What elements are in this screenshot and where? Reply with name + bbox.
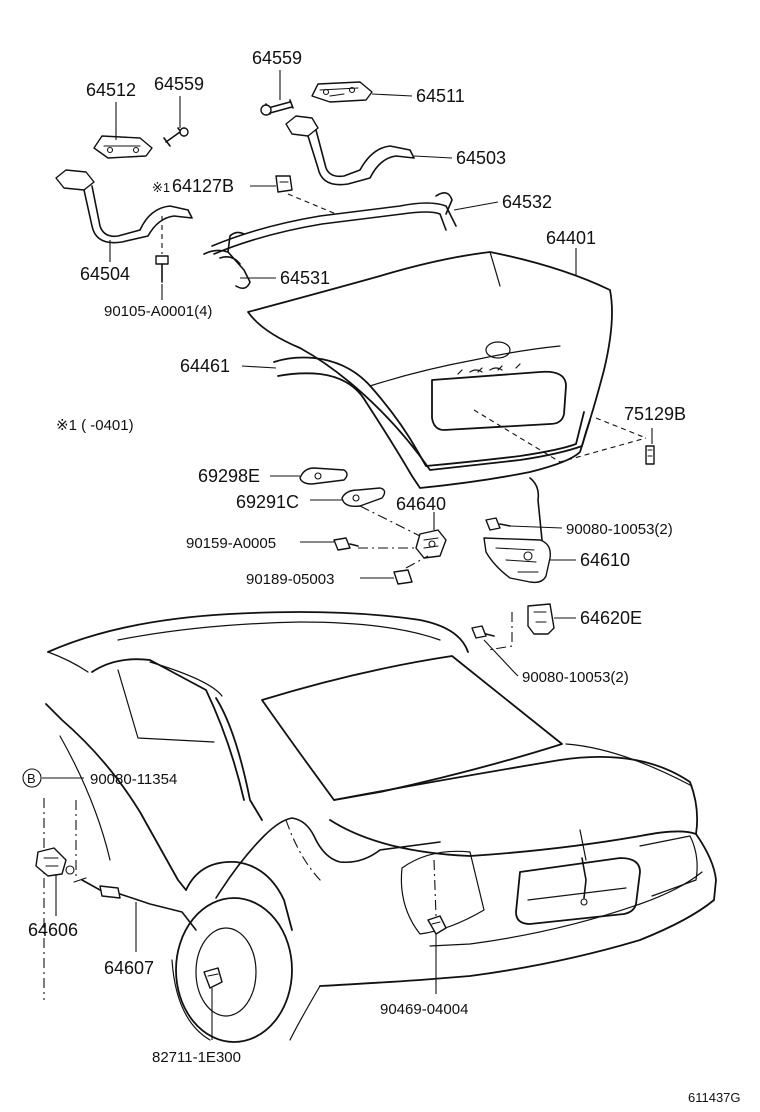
label-64504: 64504 [80,264,130,284]
trunk-lid-64401 [247,251,613,471]
label-90469: 90469-04004 [380,1001,468,1018]
dashdot-90189 [405,555,429,569]
label-b-circle: B [27,771,36,786]
bolt-64559-top [260,99,294,116]
bolt-90105 [155,216,169,283]
label-90080-upper: 90080-10053(2) [566,521,673,538]
dash-90469 [433,859,437,917]
dashdot-69291c [359,505,421,537]
bolt-64559-left [163,127,189,147]
opener-cable-64607 [73,877,197,931]
label-64531: 64531 [280,268,330,288]
label-90159: 90159-A0005 [186,535,276,552]
dash-75129b [473,409,647,463]
clip-90189 [393,569,413,585]
label-64512: 64512 [86,80,136,100]
label-64503: 64503 [456,148,506,168]
bolt-90080-upper [485,517,511,531]
hinge-bracket-64511 [311,81,373,103]
label-64127b-mark: ※1 [152,180,170,195]
label-64620e: 64620E [580,608,642,628]
label-69291c: 69291C [236,492,299,512]
opener-lever-64606 [35,847,75,877]
label-64559-left: 64559 [154,74,204,94]
hinge-bracket-64512 [93,135,153,159]
leader-64461 [241,365,277,369]
ref-b-circle: B [22,768,42,788]
grommet-82711 [203,967,223,989]
latch-64610 [483,537,551,584]
dash-64127b [287,193,337,215]
clip-90469 [427,915,447,935]
label-90105: 90105-A0001(4) [104,303,212,320]
label-64127b: 64127B [172,176,234,196]
label-90080-11354: 90080-11354 [90,771,177,788]
emblem-75129b [645,445,655,465]
leader-90080-upper [509,525,563,529]
dash-cable [285,819,323,883]
clip-64127b [275,175,293,193]
leader-64511 [371,93,413,97]
label-64511: 64511 [416,86,465,106]
figure-code: 611437G [688,1090,741,1105]
label-90080-lower: 90080-10053(2) [522,669,629,686]
label-64607: 64607 [104,958,154,978]
hinge-arm-64503 [285,115,415,186]
weatherstrip-64461 [273,356,591,489]
footnote-date-range: ※1 ( -0401) [56,417,134,434]
label-75129b: 75129B [624,404,686,424]
lock-rod [529,477,547,553]
torsion-bar-64531 [203,231,251,290]
leader-64503 [413,155,453,159]
leader-64532 [453,201,499,211]
bolt-90159 [333,537,359,551]
car-body-rear [45,611,717,1043]
label-90189: 90189-05003 [246,571,334,588]
striker-64620e [527,603,555,635]
label-64559-top: 64559 [252,48,302,68]
lock-cylinder-64640 [415,529,447,559]
label-64610: 64610 [580,550,630,570]
lever-69291c [341,487,386,508]
label-64532: 64532 [502,192,552,212]
label-64606: 64606 [28,920,78,940]
label-69298e: 69298E [198,466,260,486]
dashdot-64620e [487,612,513,651]
bolt-90080-lower [471,625,495,639]
torsion-bar-64532 [211,192,457,255]
label-82711: 82711-1E300 [152,1049,241,1066]
leader-90080-lower [483,639,519,677]
pad-69298e [299,467,348,485]
label-64461: 64461 [180,356,230,376]
label-64401: 64401 [546,228,596,248]
label-64640: 64640 [396,494,446,514]
